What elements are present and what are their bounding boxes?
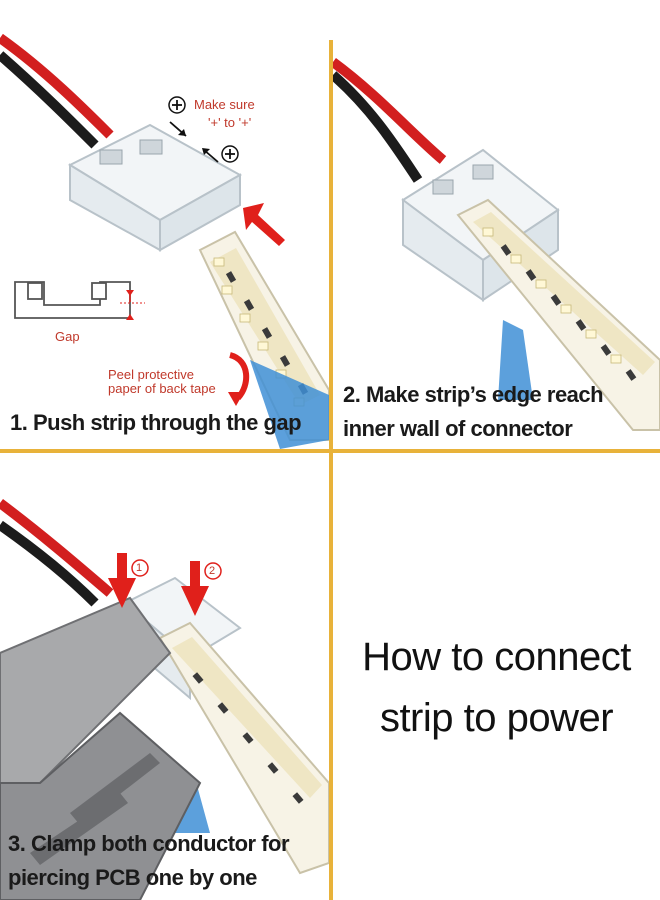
gap-diagram — [14, 281, 131, 319]
black-wire — [0, 520, 99, 607]
red-wire — [0, 499, 114, 597]
red-wire — [333, 57, 447, 164]
step-2-illustration — [333, 57, 660, 431]
make-sure-text: Make sure — [194, 97, 255, 112]
step-1-panel: Make sure '+' to '+' Gap Peel protective… — [0, 0, 329, 449]
circled-number-icon — [131, 559, 149, 577]
step-2-caption-line2: inner wall of connector — [343, 416, 573, 441]
red-arrow-icon — [108, 553, 136, 608]
blue-tool — [498, 320, 533, 400]
pliers — [0, 596, 202, 900]
peel-text-line1: Peel protective — [108, 367, 194, 382]
title-line1: How to connect — [362, 635, 631, 679]
blue-tool — [250, 360, 329, 449]
title-line2: strip to power — [379, 696, 614, 740]
step-3-caption-line1: 3. Clamp both conductor for — [8, 831, 290, 856]
circled-number-icon — [204, 562, 222, 580]
step-1-caption: 1. Push strip through the gap — [10, 410, 302, 435]
led-strip — [158, 621, 329, 875]
black-wire — [333, 71, 423, 183]
horizontal-divider — [0, 449, 660, 453]
led-strip — [456, 198, 660, 431]
step-3-panel: 1 2 3. Clamp both conductor for piercing… — [0, 453, 329, 900]
red-wire — [0, 33, 114, 139]
red-arrow-icon — [181, 561, 209, 616]
plus-to-plus-text: '+' to '+' — [208, 115, 252, 130]
gap-label: Gap — [55, 329, 80, 344]
title-panel: How to connect strip to power — [333, 453, 660, 900]
plus-circle-icon — [168, 96, 186, 114]
vertical-divider — [329, 40, 333, 900]
black-wire — [0, 51, 99, 149]
step-3-illustration — [0, 499, 329, 900]
step-2-caption-line1: 2. Make strip’s edge reach — [343, 382, 604, 407]
marker-1-label: 1 — [136, 562, 143, 574]
red-arrow-icon — [243, 203, 285, 246]
step-1-illustration — [0, 33, 329, 449]
connector — [67, 123, 243, 252]
step-3-caption-line2: piercing PCB one by one — [8, 865, 257, 890]
plus-circle-icon — [221, 145, 239, 163]
marker-2-label: 2 — [209, 565, 216, 577]
peel-text-line2: paper of back tape — [108, 381, 216, 396]
curved-arrow-icon — [228, 352, 250, 401]
step-2-panel: 2. Make strip’s edge reach inner wall of… — [333, 0, 660, 449]
